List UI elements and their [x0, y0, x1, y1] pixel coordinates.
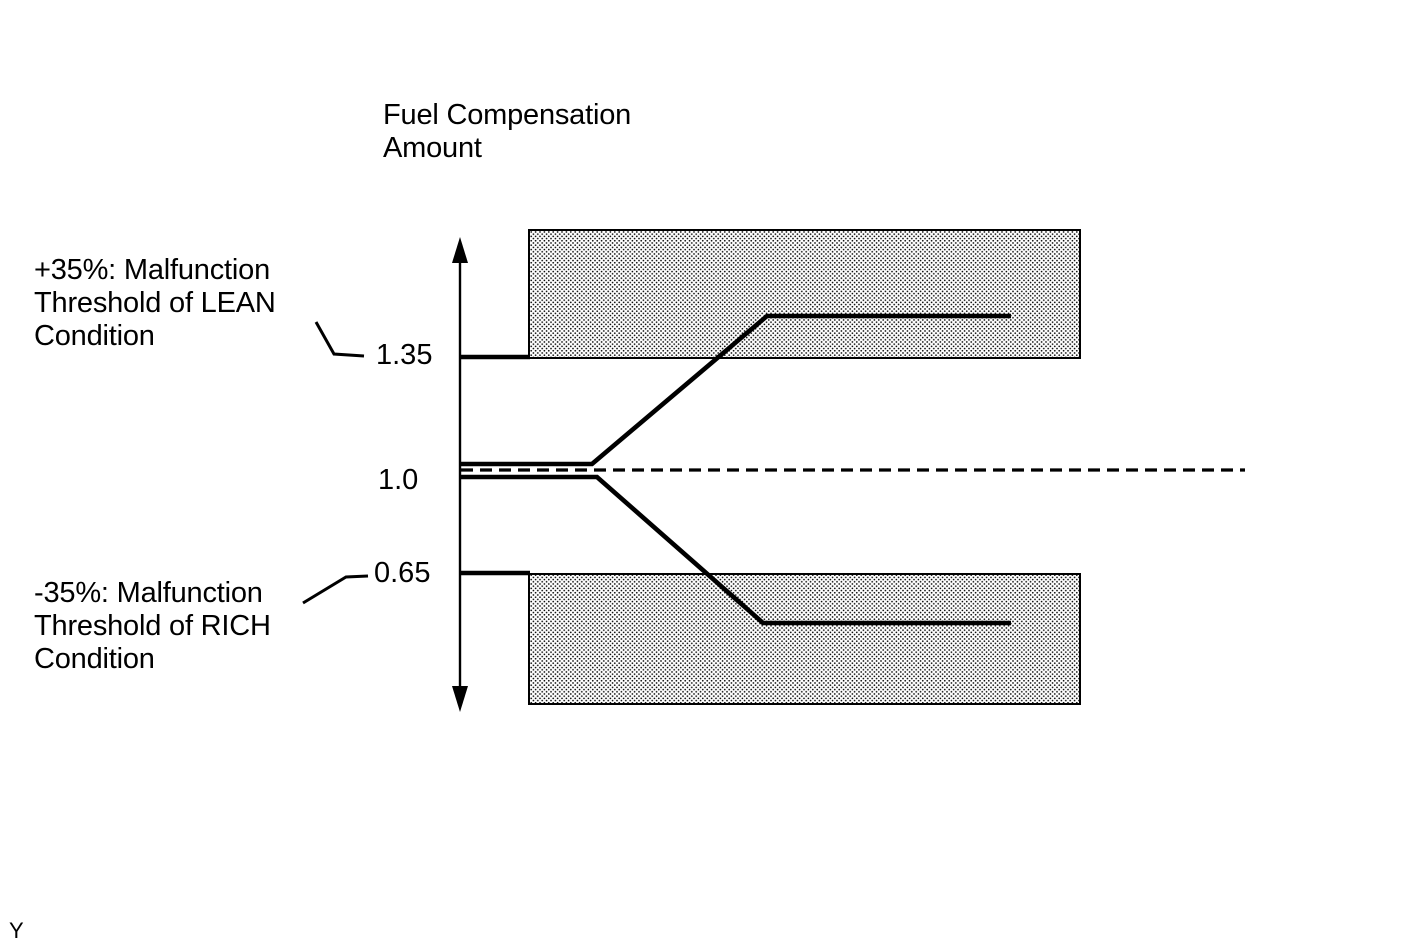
zones-layer — [528, 229, 1081, 705]
lean-threshold-annotation: +35%: Malfunction Threshold of LEAN Cond… — [34, 254, 276, 353]
rich-fuel-line — [461, 474, 1011, 626]
ytick-lean-threshold: 1.35 — [376, 339, 433, 371]
lean-annotation-line2: Threshold of LEAN — [34, 287, 276, 319]
lean-annotation-line3: Condition — [34, 320, 155, 352]
chart-title-line1: Fuel Compensation — [383, 99, 632, 131]
chart-title: Fuel Compensation Amount — [383, 99, 631, 165]
rich-annotation-line1: -35%: Malfunction — [34, 577, 263, 609]
lean-malfunction-zone — [528, 229, 1081, 359]
rich-annotation-line3: Condition — [34, 643, 155, 675]
rich-malfunction-zone — [528, 573, 1081, 705]
rich-leader-line — [302, 574, 369, 605]
lean-leader-line — [314, 321, 365, 358]
rich-threshold-annotation: -35%: Malfunction Threshold of RICH Cond… — [34, 577, 271, 676]
axis-arrow-down — [452, 686, 468, 712]
ytick-rich-threshold: 0.65 — [374, 557, 431, 589]
lean-fuel-line — [461, 313, 1011, 467]
rich-annotation-line2: Threshold of RICH — [34, 610, 271, 642]
corner-label-y: Y — [9, 918, 24, 943]
lean-annotation-line1: +35%: Malfunction — [34, 254, 270, 286]
arrows-layer — [452, 237, 468, 712]
ytick-baseline: 1.0 — [378, 464, 419, 496]
chart-title-line2: Amount — [383, 132, 482, 164]
lines-layer — [302, 250, 1245, 700]
axis-arrow-up — [452, 237, 468, 263]
